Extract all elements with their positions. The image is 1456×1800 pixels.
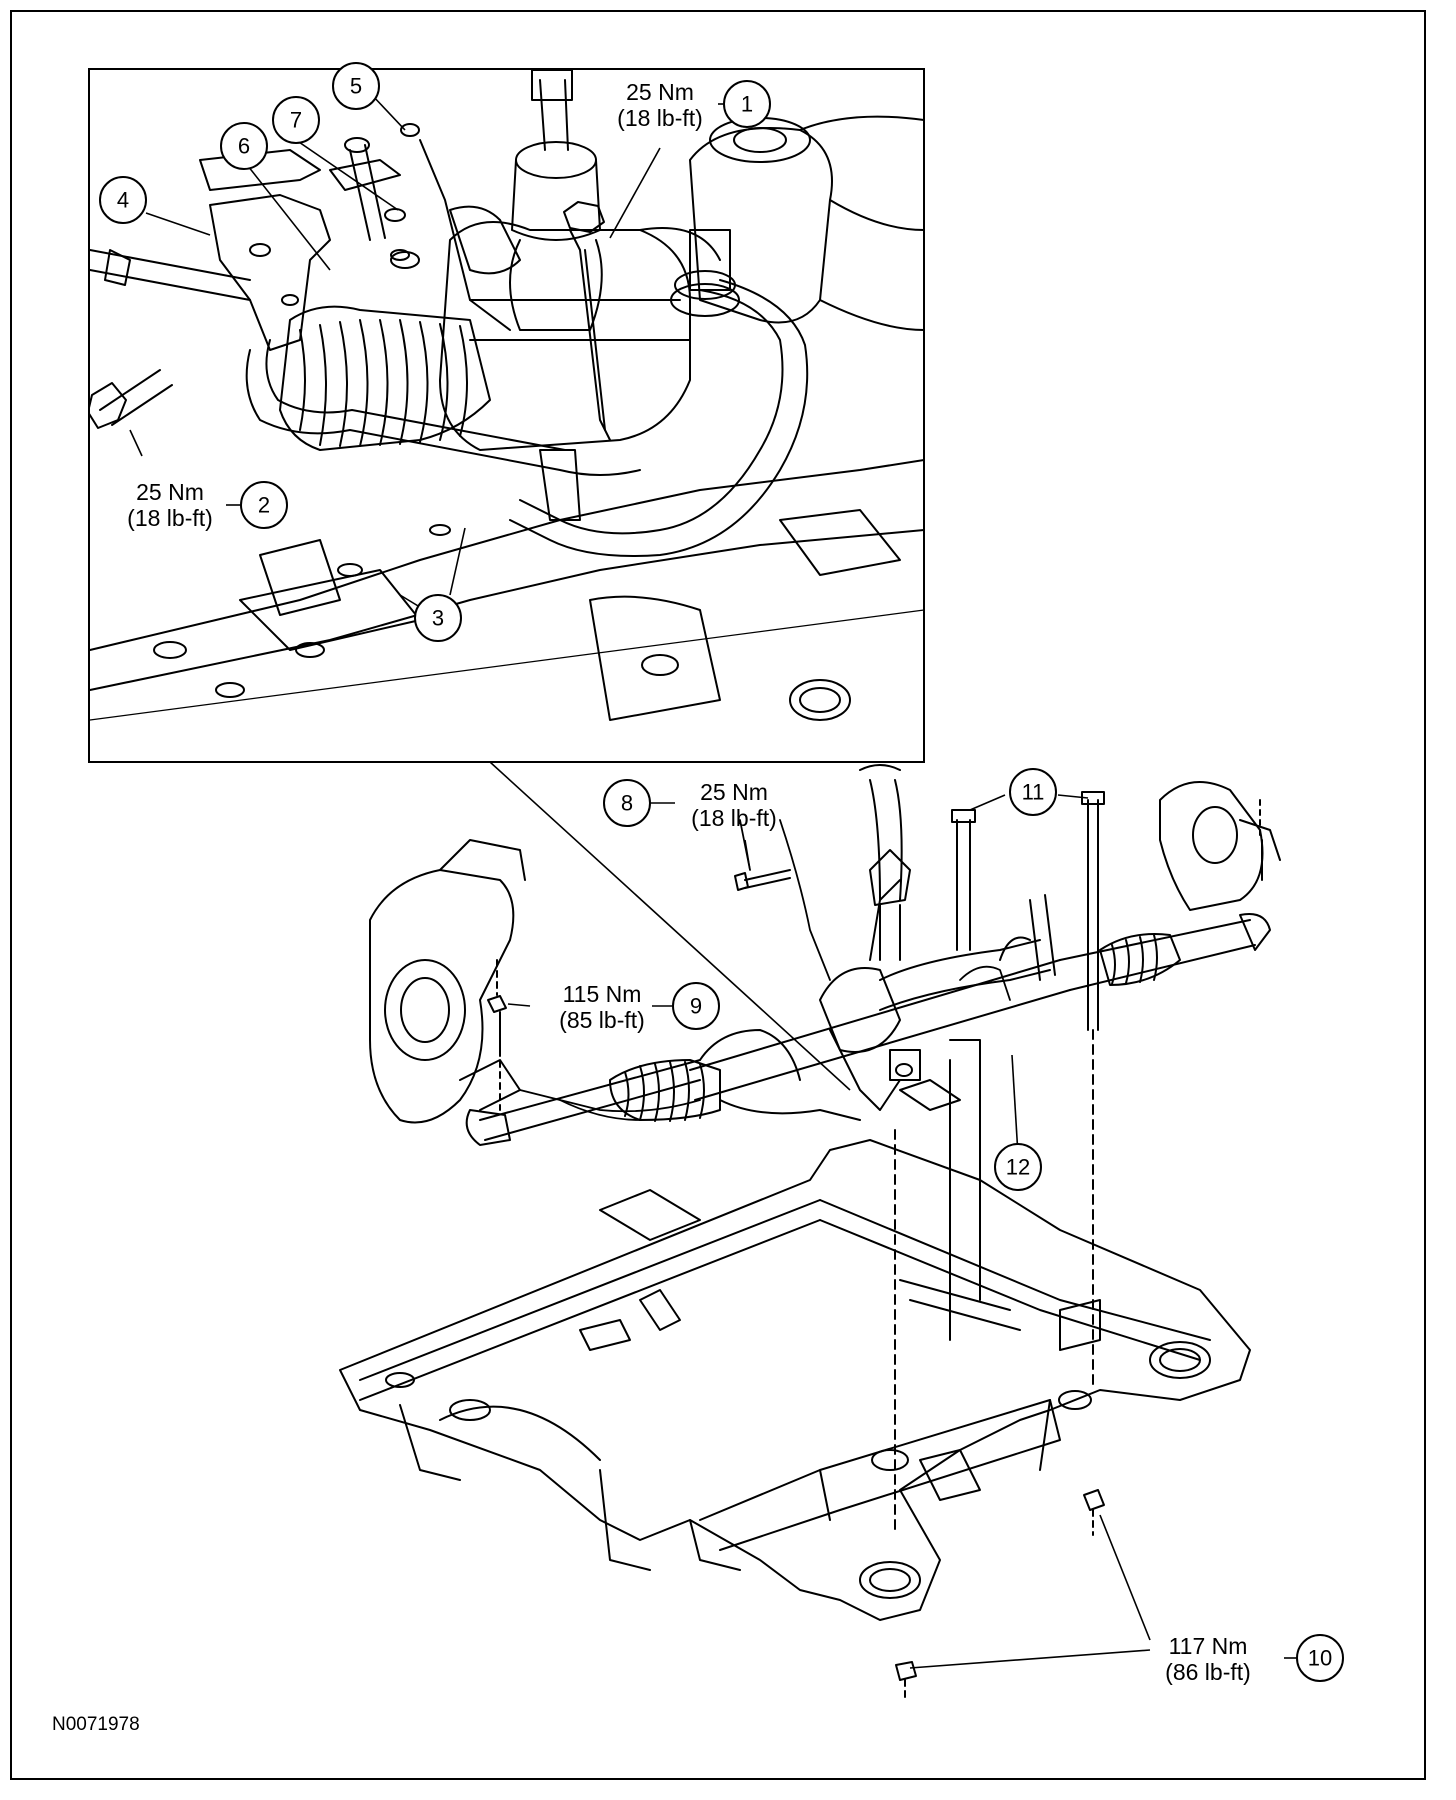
callout-number-5: 5 [350, 74, 362, 99]
torque-8-nm: 25 Nm [700, 779, 768, 805]
callout-circle-11 [1009, 768, 1057, 816]
diagram-frame [10, 10, 1426, 1780]
torque-2-lbft: (18 lb-ft) [127, 505, 213, 531]
gear-mounting-nuts [895, 1489, 1105, 1701]
torque-1-nm: 25 Nm [626, 79, 694, 105]
callout-number-7: 7 [290, 108, 302, 133]
callout-leaders [129, 94, 1298, 1669]
steering-gear-rack [465, 879, 1271, 1146]
torque-9-nm: 115 Nm [563, 981, 642, 1007]
callout-circle-10 [1296, 1634, 1344, 1682]
callout-circles [99, 62, 1344, 1682]
subframe [339, 1039, 1251, 1621]
callout-circle-6 [220, 122, 268, 170]
callout-circle-4 [99, 176, 147, 224]
callout-number-12: 12 [1006, 1155, 1030, 1180]
main-assembly [339, 764, 1281, 1701]
figure-code: N0071978 [52, 1714, 140, 1735]
right-steering-knuckle [1159, 781, 1281, 911]
callout-circle-1 [723, 80, 771, 128]
torque-2-nm: 25 Nm [136, 479, 204, 505]
fluid-lines [519, 819, 1011, 1121]
inset-detail-view [88, 68, 925, 763]
torque-8-lbft: (18 lb-ft) [691, 805, 777, 831]
callout-number-9: 9 [690, 994, 702, 1019]
gear-mounting-bolts [894, 791, 1105, 1531]
torque-labels: 25 Nm (18 lb-ft) 25 Nm (18 lb-ft) 25 Nm … [127, 79, 1251, 1685]
callout-number-10: 10 [1308, 1646, 1332, 1671]
callout-number-1: 1 [741, 92, 753, 117]
inset-leader-line [489, 761, 851, 1091]
callout-numbers: 1 2 3 4 5 6 7 8 9 10 11 12 [117, 74, 1332, 1671]
torque-10-lbft: (86 lb-ft) [1165, 1659, 1251, 1685]
callout-circle-12 [994, 1143, 1042, 1191]
left-steering-knuckle [369, 839, 526, 1124]
callout-number-3: 3 [432, 606, 444, 631]
callout-number-11: 11 [1022, 780, 1045, 805]
callout-number-8: 8 [621, 791, 633, 816]
callout-circle-5 [332, 62, 380, 110]
callout-circle-9 [672, 982, 720, 1030]
callout-number-2: 2 [258, 493, 270, 518]
callout-circle-7 [272, 96, 320, 144]
torque-9-lbft: (85 lb-ft) [559, 1007, 645, 1033]
torque-1-lbft: (18 lb-ft) [617, 105, 703, 131]
callout-number-6: 6 [238, 134, 250, 159]
bracket-bolt [734, 869, 791, 891]
callout-circle-8 [603, 779, 651, 827]
callout-circle-3 [414, 594, 462, 642]
tie-rod-end-nut [487, 799, 1263, 1111]
callout-number-4: 4 [117, 188, 129, 213]
intermediate-shaft [859, 764, 911, 961]
torque-10-nm: 117 Nm [1169, 1633, 1248, 1659]
callout-circle-2 [240, 481, 288, 529]
